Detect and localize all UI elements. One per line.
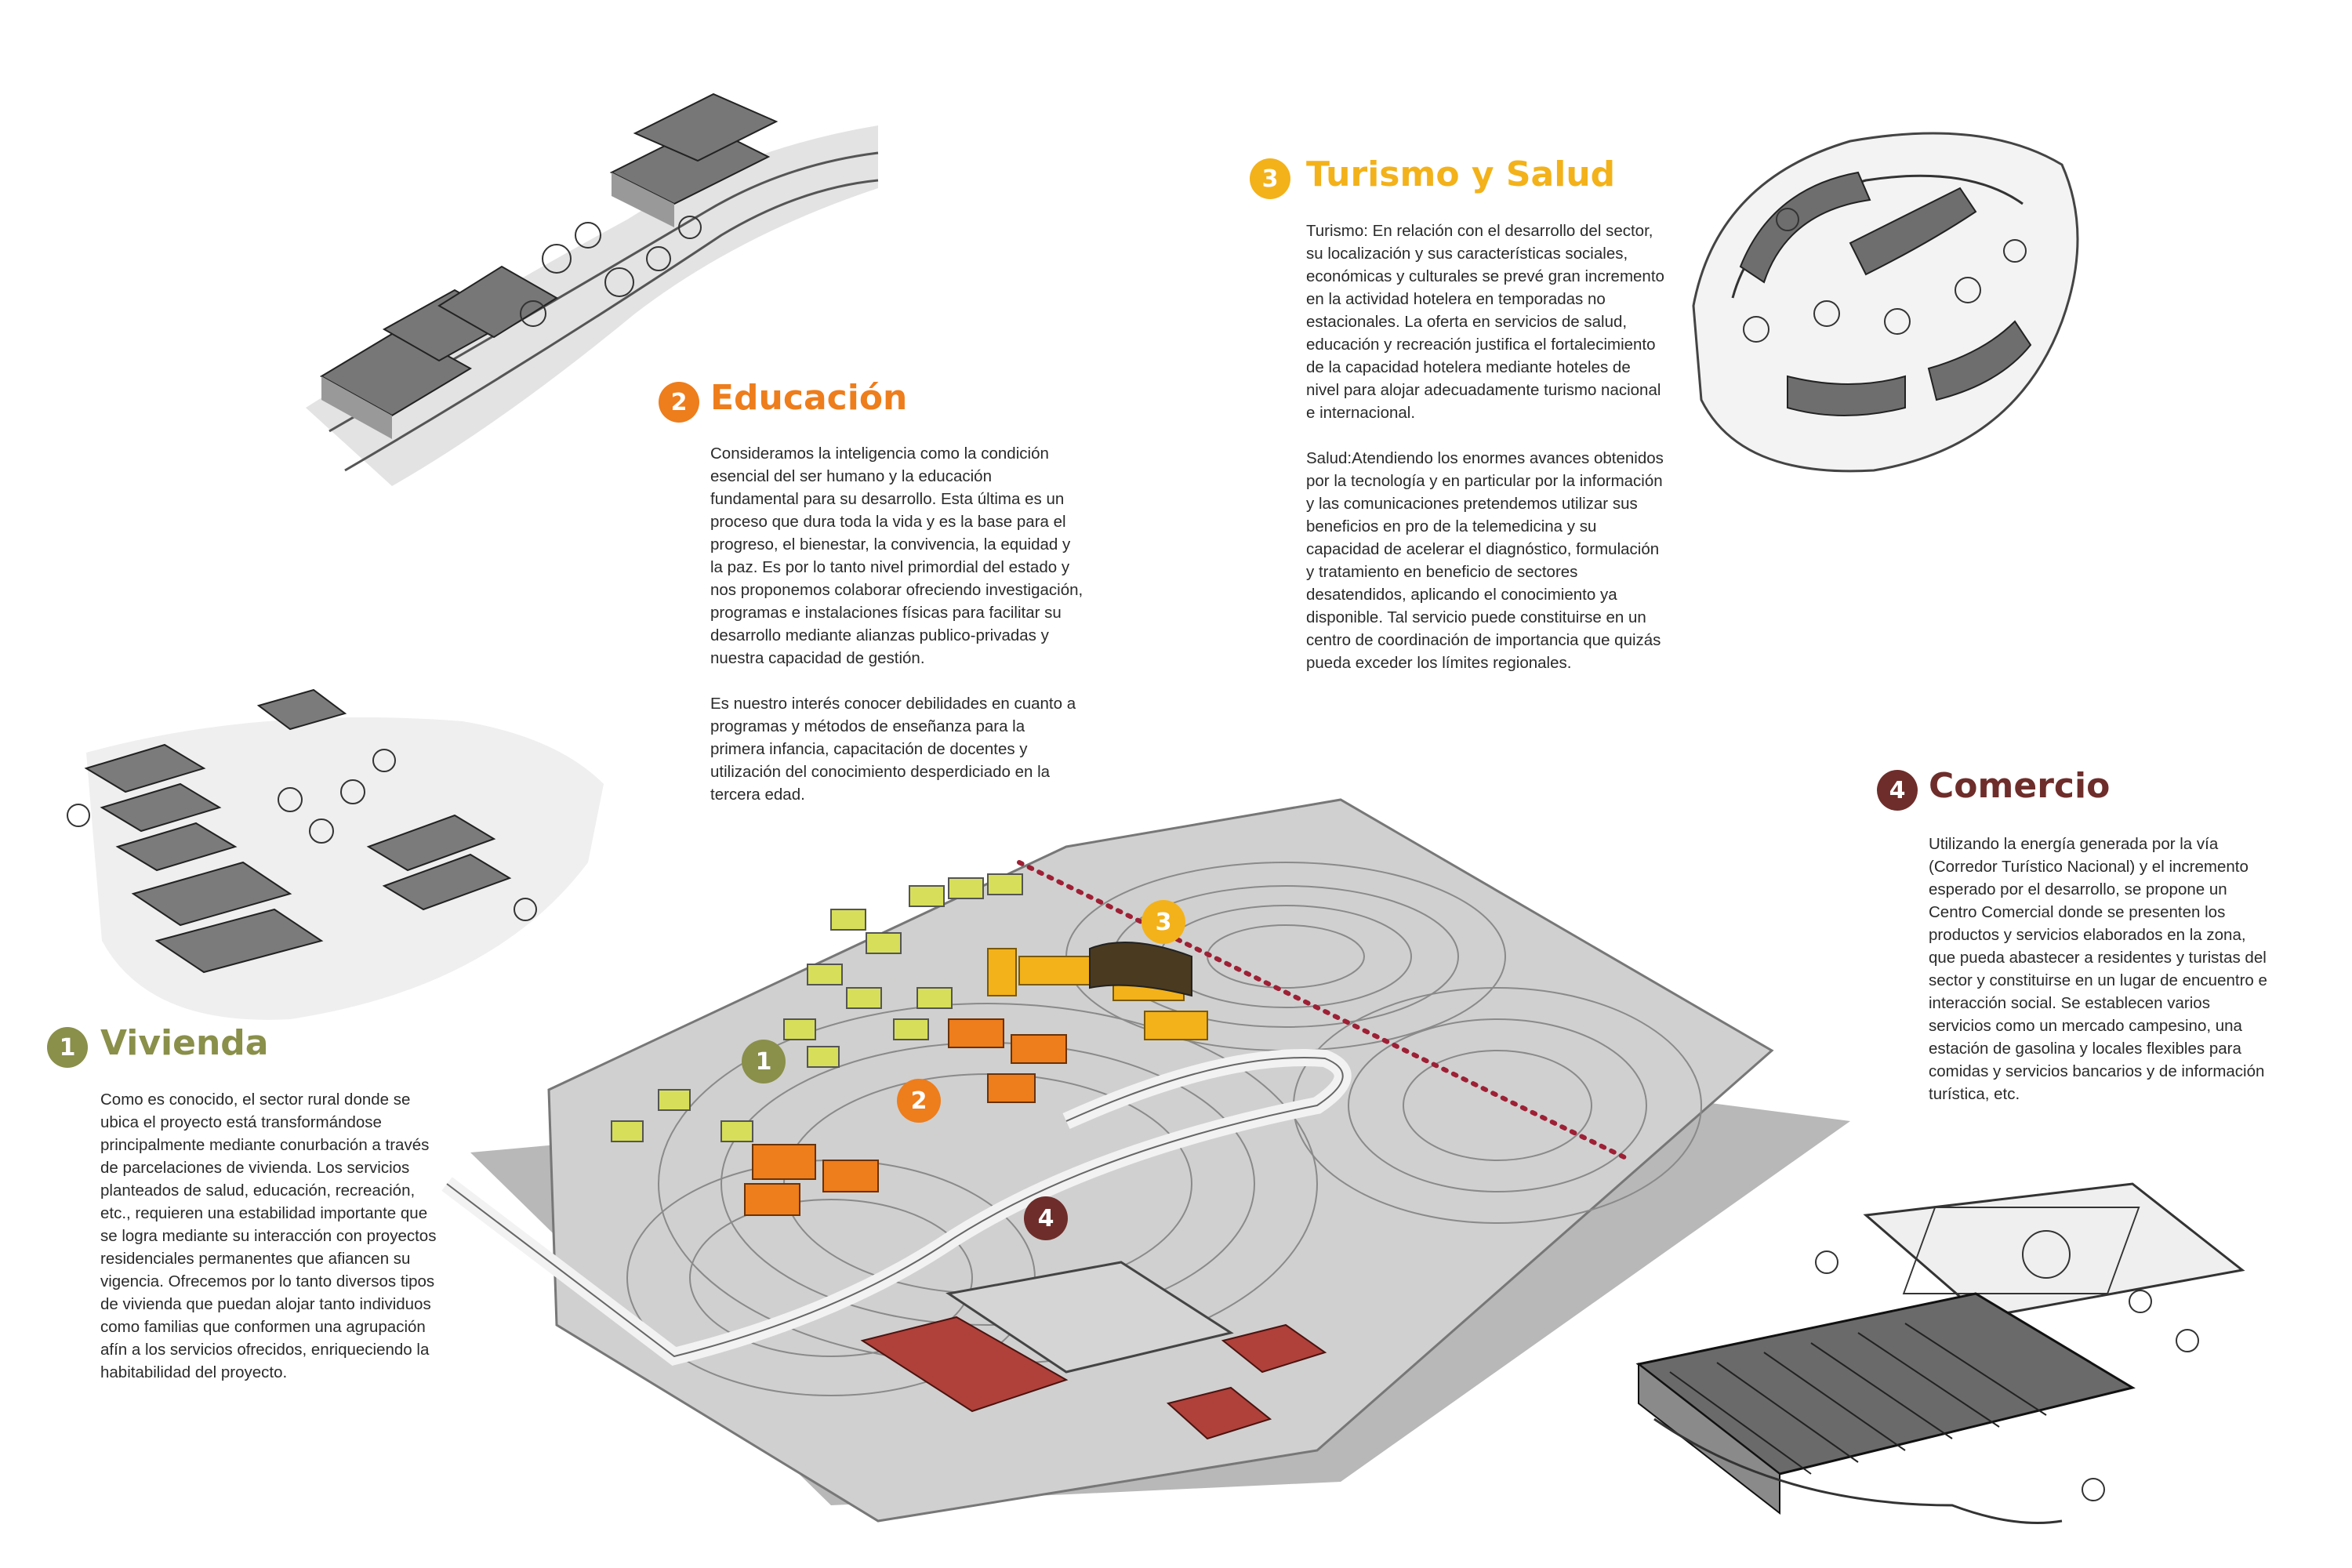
comercio-body: Utilizando la energía generada por la ví… <box>1929 833 2274 1128</box>
turismo-sketch <box>1692 132 2079 473</box>
turismo-title: Turismo y Salud <box>1306 154 1616 194</box>
education-blocks <box>744 1018 1067 1216</box>
commerce-blocks <box>860 1316 1327 1440</box>
terrain-surface <box>547 798 1774 1523</box>
map-marker-2: 2 <box>897 1079 941 1123</box>
hotel-block <box>1089 942 1192 997</box>
educacion-paragraph-2: Es nuestro interés conocer debilidades e… <box>710 695 1076 804</box>
map-marker-1: 1 <box>742 1040 786 1083</box>
turismo-body: Turismo: En relación con el desarrollo d… <box>1306 220 1667 697</box>
educacion-sketch <box>306 93 879 486</box>
vivienda-title: Vivienda <box>100 1023 269 1063</box>
educacion-paragraph-1: Consideramos la inteligencia como la con… <box>710 445 1083 667</box>
educacion-body: Consideramos la inteligencia como la con… <box>710 442 1083 829</box>
comercio-sketch <box>1635 1182 2245 1524</box>
vivienda-paragraph: Como es conocido, el sector rural donde … <box>100 1091 437 1381</box>
site-plan <box>441 798 1850 1523</box>
housing-blocks <box>611 873 1023 1142</box>
trail-line <box>1017 860 1633 1163</box>
turismo-number: 3 <box>1250 158 1290 199</box>
educacion-title: Educación <box>710 378 908 418</box>
educacion-number: 2 <box>659 382 699 423</box>
turismo-paragraph-1: Turismo: En relación con el desarrollo d… <box>1306 222 1664 422</box>
market-building <box>946 1261 1234 1374</box>
vivienda-body: Como es conocido, el sector rural donde … <box>100 1088 445 1406</box>
turismo-paragraph-2: Salud:Atendiendo los enormes avances obt… <box>1306 449 1664 672</box>
vivienda-number: 1 <box>47 1027 88 1068</box>
map-marker-3: 3 <box>1142 900 1185 944</box>
map-marker-4: 4 <box>1024 1196 1068 1240</box>
comercio-paragraph: Utilizando la energía generada por la ví… <box>1929 835 2267 1103</box>
comercio-title: Comercio <box>1929 766 2111 806</box>
vivienda-sketch <box>67 688 604 1020</box>
comercio-number: 4 <box>1877 770 1918 811</box>
